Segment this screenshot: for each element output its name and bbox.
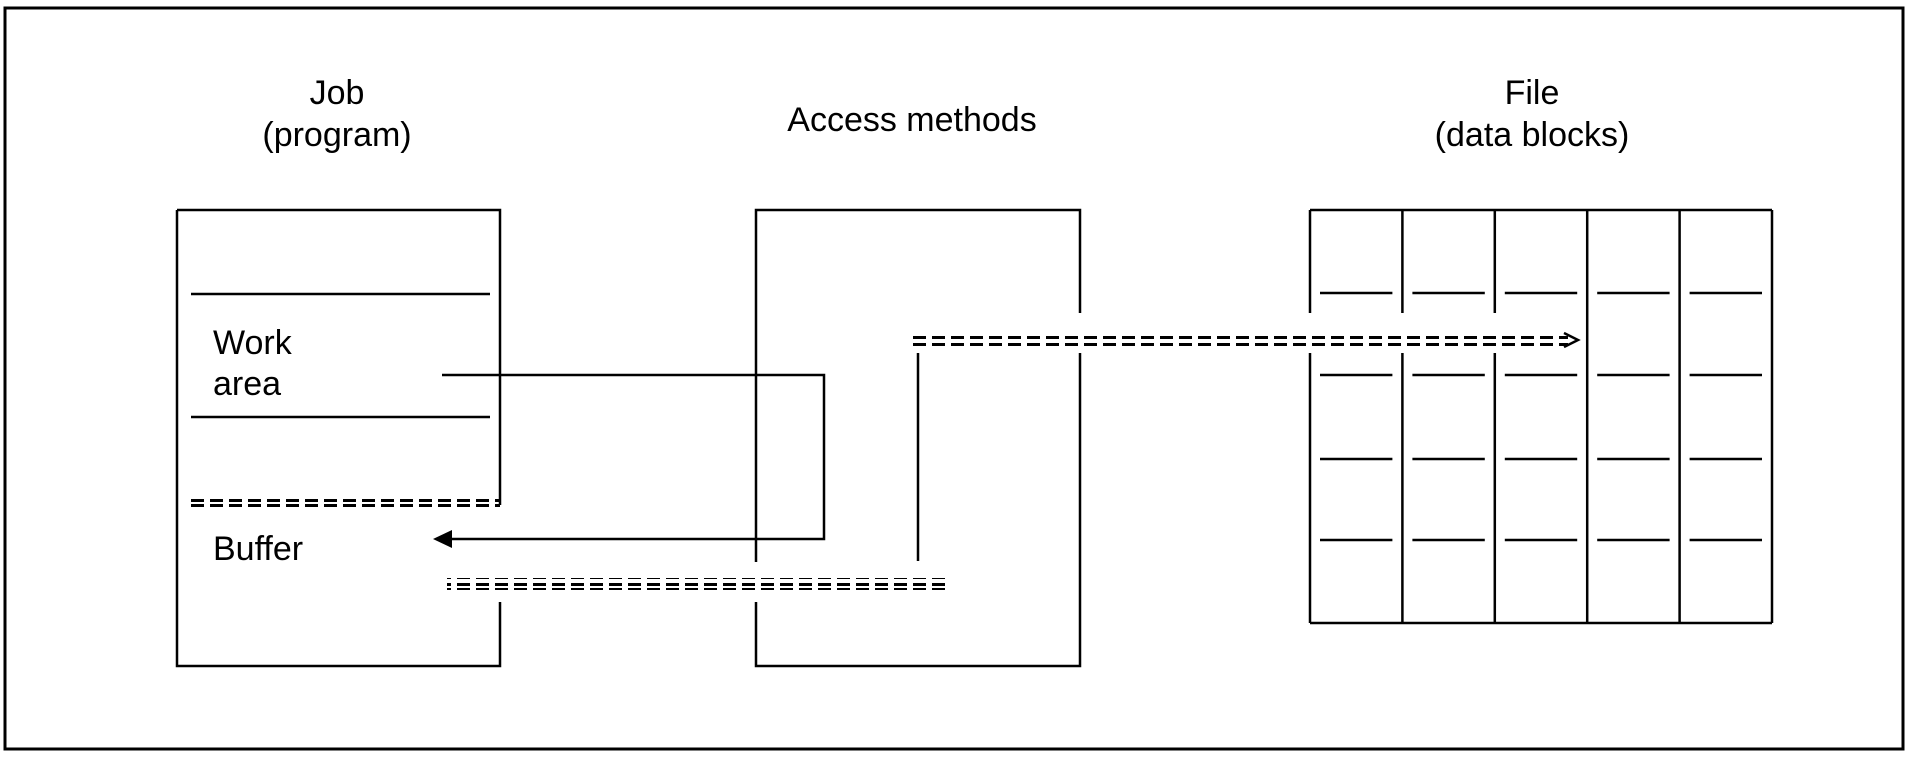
file-grid <box>1308 208 1774 625</box>
arrowhead-right-icon <box>1563 331 1581 349</box>
buffer-divider-dashed <box>191 498 500 510</box>
job-title-line1: Job <box>310 74 365 112</box>
work-area-label-line1: Work <box>213 324 293 362</box>
buffer-label: Buffer <box>213 530 303 568</box>
access-file-dashed-arrow <box>908 334 1568 346</box>
arrowhead-left-icon <box>433 530 452 548</box>
buffer-access-dashed-line <box>447 578 948 590</box>
work-to-buffer-arrow <box>442 373 826 541</box>
access-methods-box <box>754 208 1082 668</box>
outer-frame <box>3 6 1905 751</box>
work-area-label-line2: area <box>213 365 281 403</box>
file-title-line1: File <box>1505 74 1560 112</box>
file-title-line2: (data blocks) <box>1435 116 1630 154</box>
access-methods-title: Access methods <box>787 101 1036 139</box>
job-title-line2: (program) <box>262 116 411 154</box>
job-box <box>175 208 502 668</box>
